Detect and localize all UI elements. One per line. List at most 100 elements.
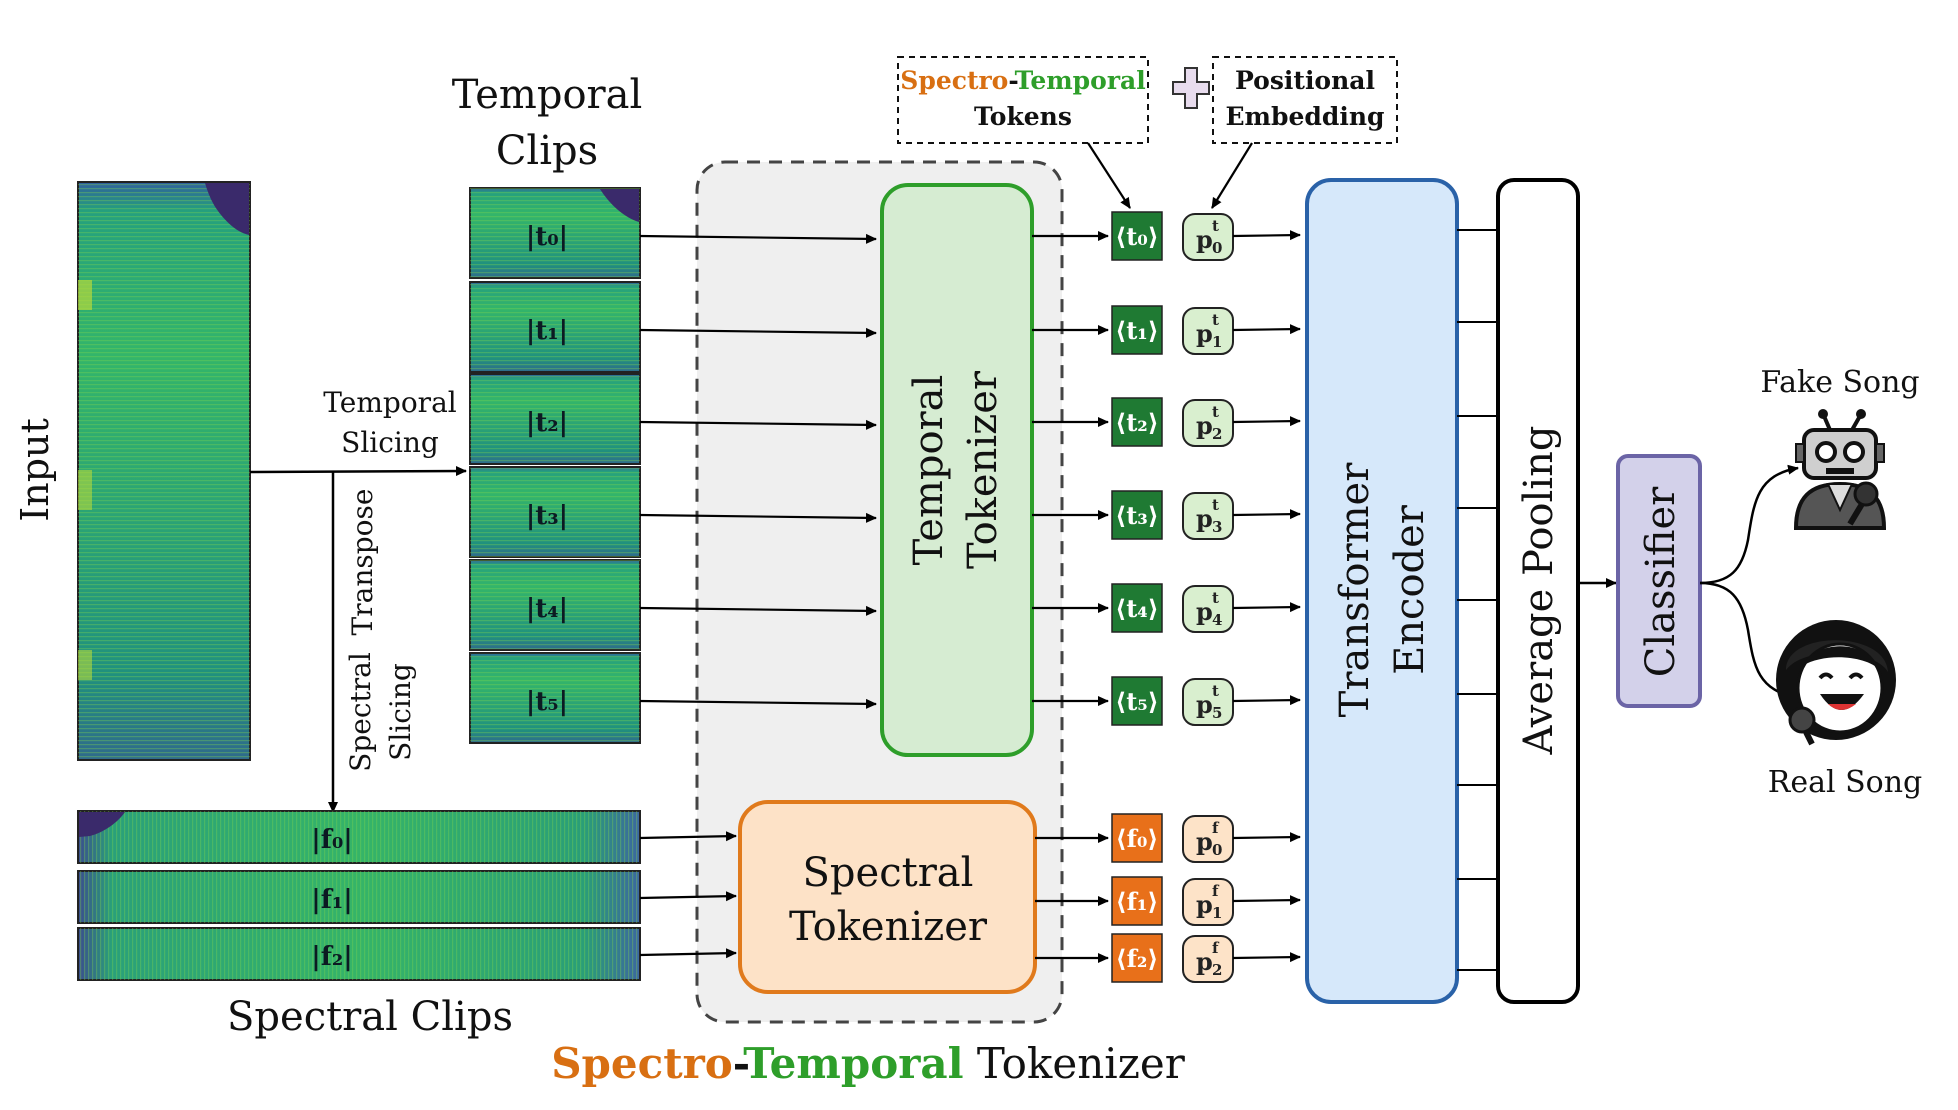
token-label: ⟨t₂⟩	[1115, 408, 1159, 437]
positional-subscript: 4	[1212, 611, 1222, 629]
positional-embedding	[1182, 213, 1234, 261]
classifier-box	[1616, 454, 1702, 708]
positional-subscript: 0	[1212, 239, 1222, 257]
average-pooling-box	[1496, 178, 1580, 1004]
spectral-token	[1111, 933, 1163, 983]
positional-embedding	[1182, 399, 1234, 447]
temporal-clip-label: |t₀|	[526, 222, 568, 252]
token-label: ⟨f₁⟩	[1116, 887, 1159, 916]
spectral-clip-label: |f₁|	[311, 885, 353, 915]
st-tokens-legend-line1: Spectro-Temporal	[900, 66, 1145, 95]
positional-legend-line1: Positional	[1235, 66, 1375, 95]
spectral-clips: |f₀| |f₁| |f₂|	[77, 810, 737, 981]
token-label: ⟨f₂⟩	[1116, 944, 1159, 973]
temporal-slicing-label-line1: Temporal	[323, 386, 456, 419]
human-singer-icon	[1776, 620, 1896, 746]
positional-subscript: 1	[1212, 333, 1222, 351]
positional-embedding-label: p	[1196, 690, 1213, 719]
legend-arrows	[1087, 142, 1253, 209]
temporal-clip: |t₃|	[469, 466, 877, 558]
bottom-title-temporal: Temporal	[743, 1039, 963, 1088]
spectral-tokenizer-label-line1: Spectral	[803, 850, 974, 896]
positional-superscript: t	[1212, 496, 1219, 514]
positional-embedding	[1182, 678, 1234, 726]
positional-superscript: f	[1212, 939, 1220, 957]
st-tokens-spectro: Spectro	[900, 66, 1008, 95]
positional-subscript: 3	[1212, 518, 1222, 536]
spectral-clip: |f₂|	[77, 927, 737, 981]
spectral-tokenizer-box	[738, 800, 1037, 994]
temporal-slicing-label-line2: Slicing	[341, 426, 439, 459]
st-tokens-legend-box	[897, 56, 1149, 144]
bottom-title-spectro: Spectro	[551, 1039, 733, 1088]
token-label: ⟨t₁⟩	[1115, 316, 1159, 345]
positional-subscript: 5	[1212, 704, 1222, 722]
positional-superscript: t	[1212, 311, 1219, 329]
positional-embedding-label: p	[1196, 319, 1213, 348]
temporal-clips: |t₀||t₁||t₂||t₃||t₄||t₅|	[469, 187, 877, 744]
fake-song-label: Fake Song	[1760, 365, 1919, 400]
positional-superscript: f	[1212, 882, 1220, 900]
positional-embedding	[1182, 815, 1234, 863]
positional-embedding-label: p	[1196, 225, 1213, 254]
positional-symbol: p	[1196, 890, 1213, 919]
positional-symbol: p	[1196, 827, 1213, 856]
temporal-clip-label: |t₂|	[526, 408, 568, 438]
positional-embedding	[1182, 492, 1234, 540]
positional-embedding-label: p	[1196, 597, 1213, 626]
transformer-encoder-label-line1: Transformer	[1332, 462, 1378, 718]
token-label: ⟨t₅⟩	[1115, 687, 1159, 716]
spectral-token	[1111, 876, 1163, 926]
positional-legend-line2: Embedding	[1225, 102, 1384, 131]
temporal-token	[1111, 490, 1163, 540]
temporal-clip-label: |t₄|	[526, 594, 568, 624]
positional-embedding-label: p	[1196, 947, 1213, 976]
positional-subscript: 2	[1212, 961, 1222, 979]
positional-superscript: f	[1212, 819, 1220, 837]
robot-singer-icon	[1793, 409, 1887, 530]
bottom-title: Spectro-Temporal Tokenizer	[551, 1039, 1185, 1088]
spectral-clip-label: |f₀|	[311, 825, 353, 855]
real-song-label: Real Song	[1768, 765, 1923, 800]
temporal-clip-label: |t₃|	[526, 501, 568, 531]
plus-icon	[1172, 67, 1210, 109]
temporal-clip: |t₄|	[469, 559, 877, 651]
encoder-pooling-connectors	[1457, 229, 1498, 971]
positional-subscript: 2	[1212, 425, 1222, 443]
temporal-clips-title-line2: Clips	[496, 128, 598, 174]
token-label: ⟨t₃⟩	[1115, 501, 1159, 530]
temporal-token	[1111, 583, 1163, 633]
token-label: ⟨t₄⟩	[1115, 594, 1159, 623]
positional-subscript: 0	[1212, 841, 1222, 859]
temporal-clip: |t₁|	[469, 281, 877, 373]
positional-embedding-label: p	[1196, 411, 1213, 440]
positional-embedding	[1182, 585, 1234, 633]
input-spectrogram	[77, 181, 251, 761]
positional-symbol: p	[1196, 504, 1213, 533]
positional-symbol: p	[1196, 597, 1213, 626]
slicing-arrows	[249, 466, 467, 813]
temporal-tokenizer-box	[880, 183, 1034, 757]
temporal-token	[1111, 211, 1163, 261]
positional-symbol: p	[1196, 947, 1213, 976]
positional-superscript: t	[1212, 403, 1219, 421]
positional-symbol: p	[1196, 319, 1213, 348]
positional-embedding	[1182, 307, 1234, 355]
positional-embedding-legend-box	[1212, 56, 1398, 144]
spectral-clips-title: Spectral Clips	[227, 994, 513, 1040]
transformer-encoder-label-line2: Encoder	[1387, 504, 1433, 675]
temporal-token	[1111, 305, 1163, 355]
classifier-output-arrows	[1699, 464, 1799, 701]
temporal-token	[1111, 397, 1163, 447]
temporal-clip: |t₂|	[469, 373, 877, 465]
positional-superscript: t	[1212, 589, 1219, 607]
